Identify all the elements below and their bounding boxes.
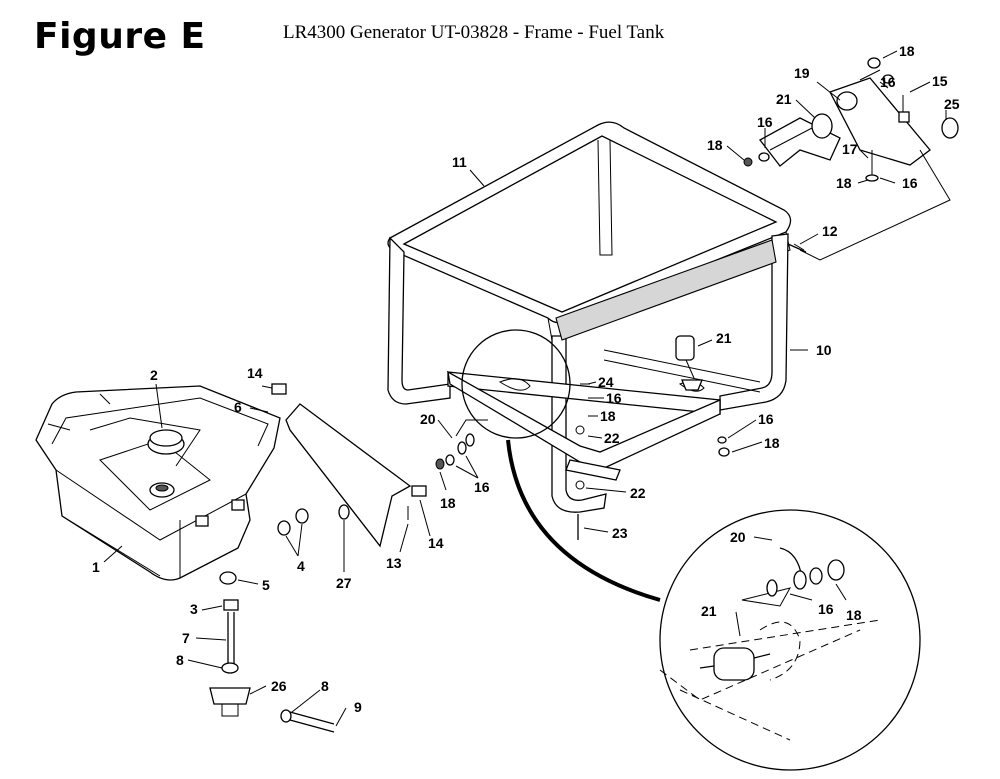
washer-right [717,436,727,444]
bolt-12 [787,243,807,253]
callout-5: 5 [262,577,270,593]
callout-14: 14 [247,365,263,381]
callout-16: 16 [880,74,896,90]
fuel-valve-assembly [209,571,335,733]
callout-21: 21 [716,330,732,346]
bracket-assembly [743,57,959,261]
callout-16: 16 [758,411,774,427]
callout-18: 18 [707,137,723,153]
callout-7: 7 [182,630,190,646]
grommet-a [277,520,291,536]
callout-24: 24 [598,374,614,390]
callout-26: 26 [271,678,287,694]
callout-13: 13 [386,555,402,571]
callout-4: 4 [297,558,305,574]
fuel-tank [35,385,281,581]
callout-23: 23 [612,525,628,541]
callout-16: 16 [474,479,490,495]
callout-3: 3 [190,601,198,617]
callout-2: 2 [150,367,158,383]
callout-8: 8 [176,652,184,668]
callout-18: 18 [764,435,780,451]
nut-right [718,447,730,457]
grommet-b [295,508,309,524]
callout-22: 22 [630,485,646,501]
diagram-title: LR4300 Generator UT-03828 - Frame - Fuel… [283,22,665,43]
callout-8: 8 [321,678,329,694]
callout-21: 21 [701,603,717,619]
callout-16: 16 [902,175,918,191]
callout-10: 10 [816,342,832,358]
shield-plate [271,383,427,548]
detail-magnified-view [659,509,921,771]
callout-15: 15 [932,73,948,89]
callout-18: 18 [846,607,862,623]
leader-lines [103,50,947,727]
callout-18: 18 [836,175,852,191]
callout-16: 16 [757,114,773,130]
callout-6: 6 [234,399,242,415]
callout-18: 18 [600,408,616,424]
callout-17: 17 [842,141,858,157]
callout-20: 20 [730,529,746,545]
figure-label: Figure E [34,16,206,57]
callout-19: 19 [794,65,810,81]
callout-21: 21 [776,91,792,107]
callout-25: 25 [944,96,960,112]
callout-18: 18 [899,43,915,59]
callout-12: 12 [822,223,838,239]
callout-16: 16 [818,601,834,617]
detail-circle-small [461,329,571,439]
callout-16: 16 [606,390,622,406]
callout-27: 27 [336,575,352,591]
callout-18: 18 [440,495,456,511]
callout-1: 1 [92,559,100,575]
callout-11: 11 [452,154,467,170]
fuel-filter-frame [675,335,703,391]
callout-22: 22 [604,430,620,446]
callout-14: 14 [428,535,444,551]
filter-hardware-center [435,419,488,470]
callout-9: 9 [354,699,362,715]
callout-20: 20 [420,411,436,427]
callout-labels: 18 19 16 15 21 25 16 18 17 18 16 11 12 2… [92,43,960,715]
generator-frame [387,121,792,513]
